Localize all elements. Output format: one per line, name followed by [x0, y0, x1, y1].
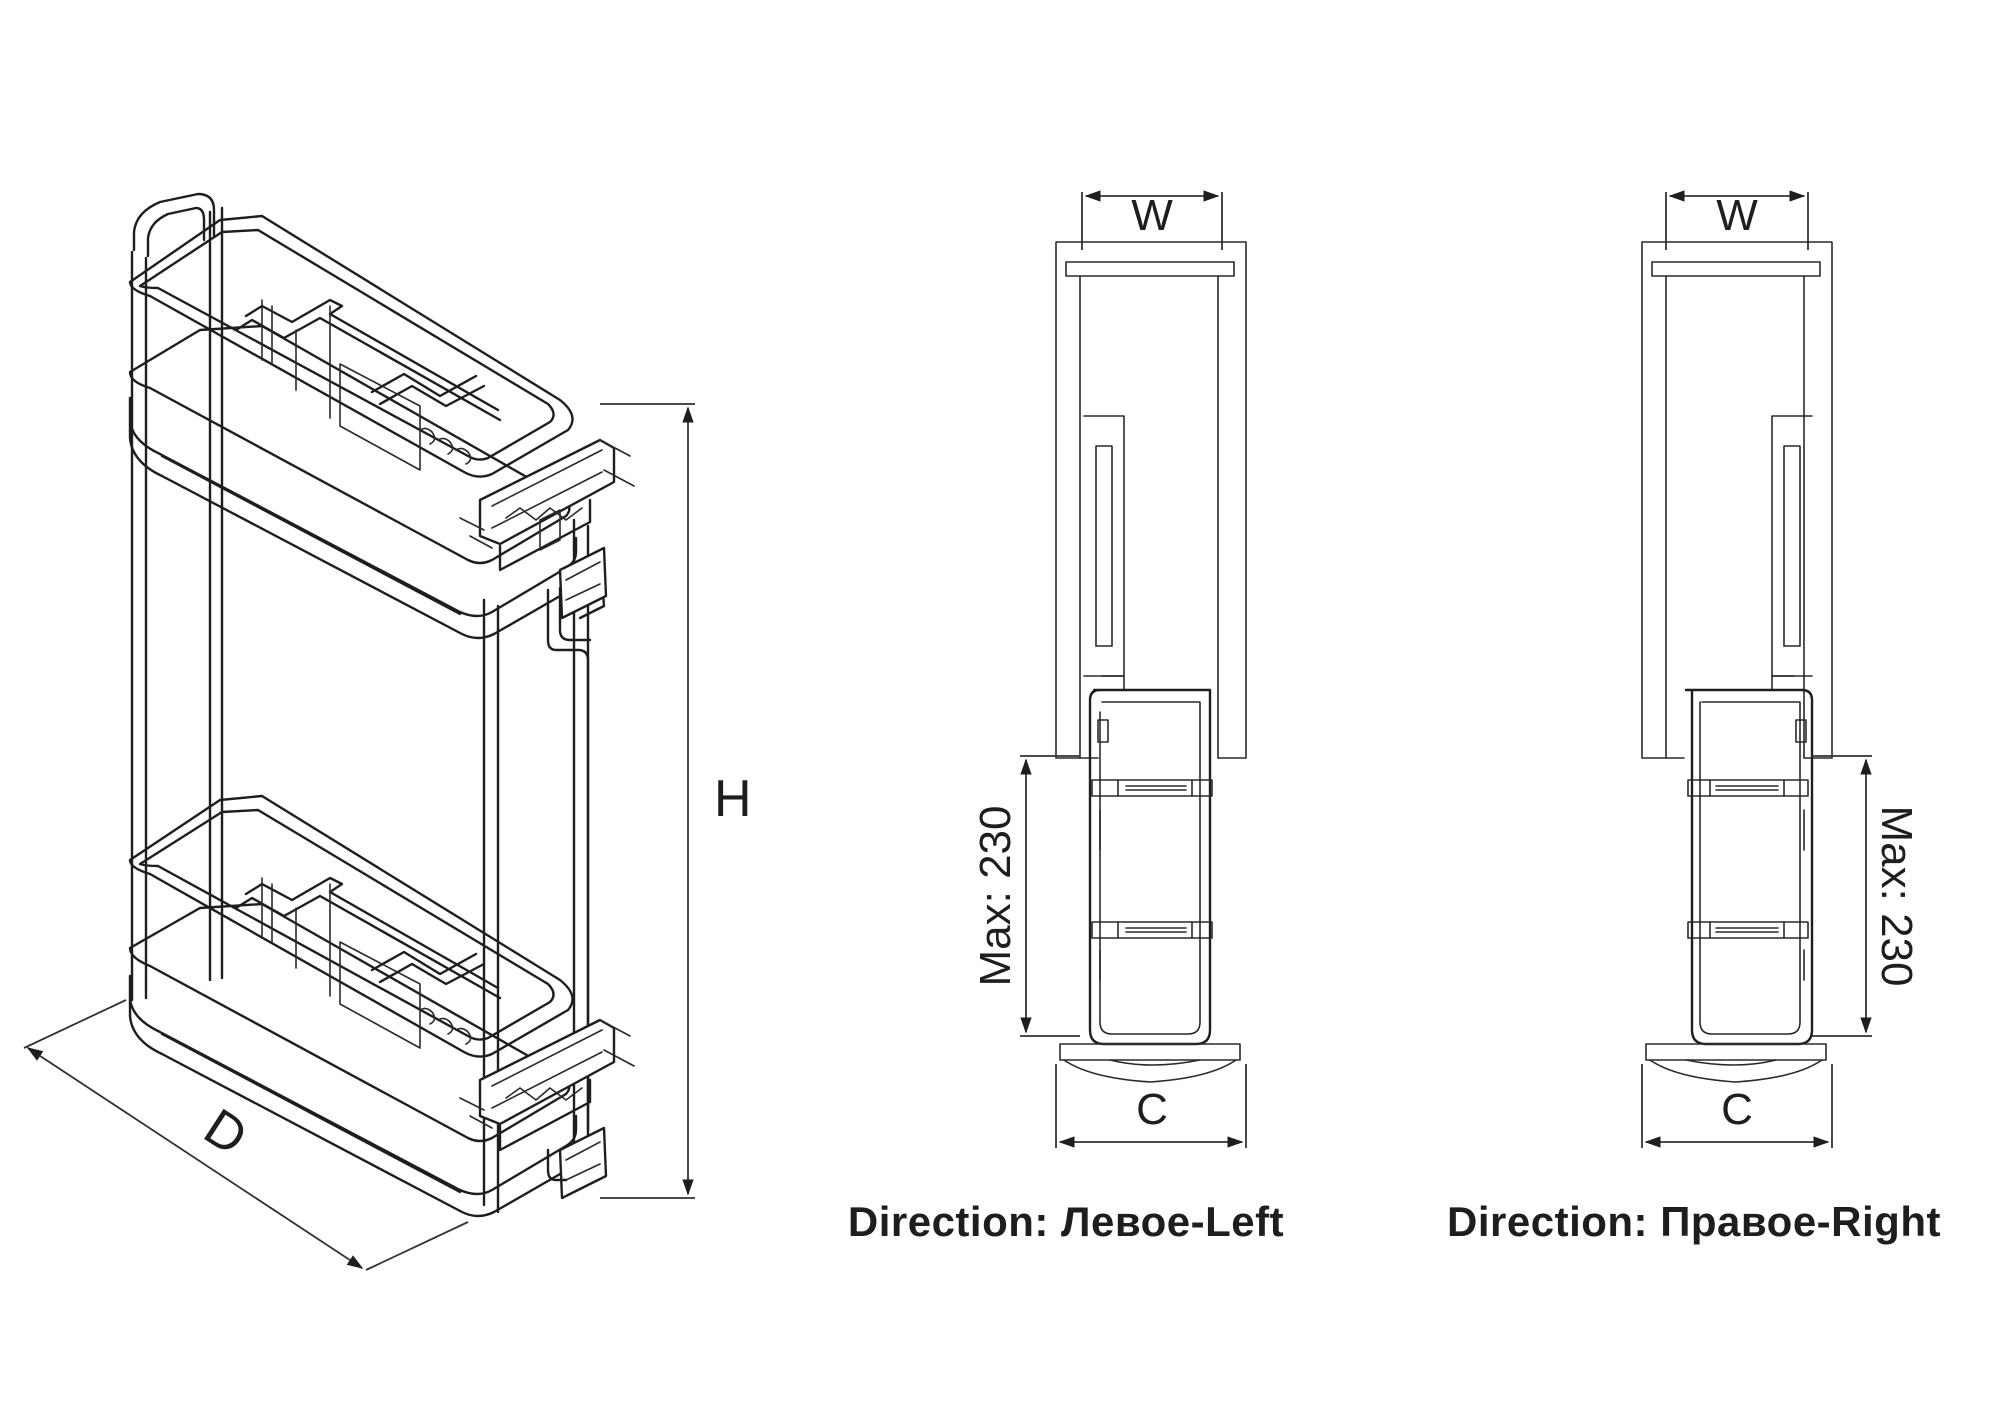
right-direction-view: W Max: 230 — [1447, 190, 1941, 1245]
right-width-dimension: W — [1665, 190, 1809, 250]
left-width-label: W — [1131, 191, 1173, 240]
top-handle — [132, 192, 216, 258]
upper-runner-bracket — [459, 438, 635, 572]
right-base-plate — [1645, 1043, 1827, 1083]
left-width-dimension: W — [1081, 190, 1223, 250]
lower-basket — [128, 794, 578, 1218]
left-max-dimension: Max: 230 — [971, 755, 1080, 1037]
lift-rod — [546, 546, 608, 1132]
left-max-label: Max: 230 — [971, 806, 1020, 987]
right-cabinet-outline — [1641, 241, 1833, 759]
height-label: H — [714, 770, 752, 828]
right-clearance-label: C — [1721, 1085, 1753, 1134]
right-width-label: W — [1716, 191, 1758, 240]
left-clearance-dimension: C — [1055, 1064, 1247, 1148]
isometric-basket-view: H D — [23, 192, 752, 1271]
left-basket-frame — [1088, 675, 1213, 1046]
right-back-rail — [1771, 415, 1813, 677]
height-dimension: H — [600, 403, 752, 1199]
right-max-label: Max: 230 — [1872, 806, 1921, 987]
upper-basket — [128, 214, 578, 640]
lower-runner-bracket — [459, 1018, 635, 1200]
left-base-plate — [1059, 1043, 1241, 1083]
left-direction-caption: Direction: Левое-Left — [848, 1198, 1284, 1245]
left-back-rail — [1083, 415, 1125, 677]
left-cabinet-outline — [1055, 241, 1247, 759]
right-clearance-dimension: C — [1641, 1064, 1833, 1148]
depth-label: D — [194, 1098, 257, 1167]
right-basket-frame — [1684, 675, 1814, 1046]
left-direction-view: W Max: 230 — [848, 190, 1284, 1245]
depth-dimension: D — [23, 999, 469, 1271]
right-max-dimension: Max: 230 — [1812, 755, 1921, 1037]
left-clearance-label: C — [1136, 1085, 1168, 1134]
right-direction-caption: Direction: Правое-Right — [1447, 1198, 1941, 1245]
